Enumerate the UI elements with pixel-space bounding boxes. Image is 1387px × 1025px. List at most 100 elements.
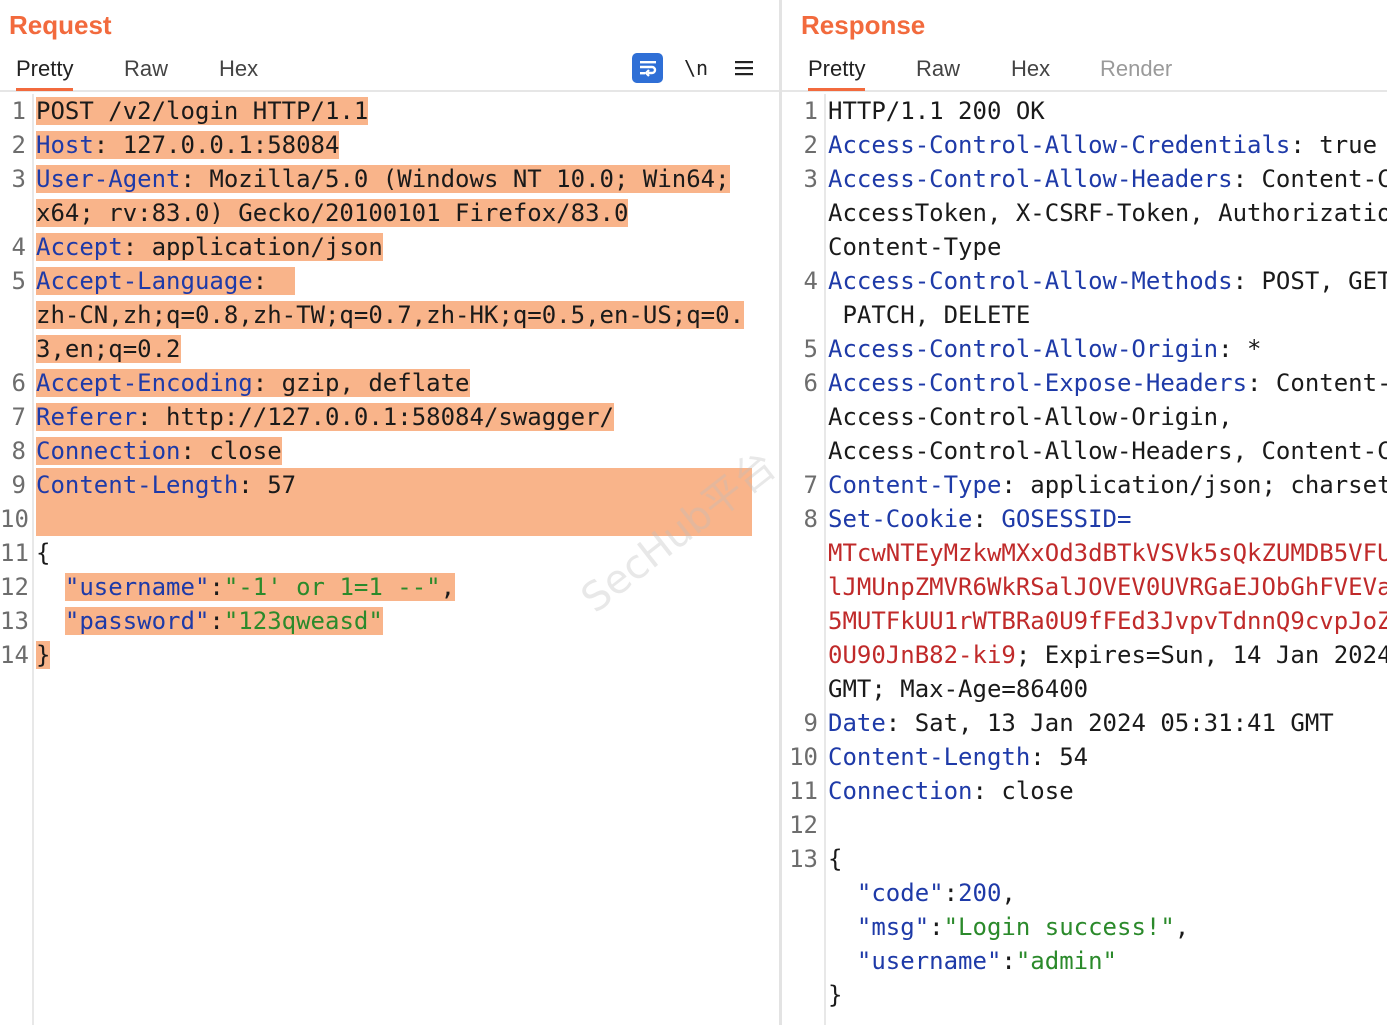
code-line: } bbox=[782, 978, 1387, 1012]
line-content: User-Agent: Mozilla/5.0 (Windows NT 10.0… bbox=[36, 165, 730, 193]
line-number bbox=[782, 944, 828, 978]
line-number bbox=[782, 876, 828, 910]
json-string: "admin" bbox=[1015, 947, 1118, 975]
cookie-value: 5MUTFkUU1rWTBRa0U9fFEd3JvpvTdnnQ9cvpJoZ bbox=[828, 607, 1387, 635]
json-pair: "code":200, bbox=[857, 879, 1016, 907]
line-content: POST /v2/login HTTP/1.1 bbox=[36, 97, 369, 125]
response-tab-pretty[interactable]: Pretty bbox=[808, 56, 866, 91]
line-number: 5 bbox=[11, 267, 26, 295]
code-line: 10 bbox=[0, 502, 780, 536]
line-text: AccessToken, X-CSRF-Token, Authorizatio bbox=[828, 196, 1387, 230]
json-key: "code" bbox=[856, 879, 944, 907]
cookie-value: 0U90JnB82-ki9 bbox=[828, 641, 1016, 669]
code-line: "username":"admin" bbox=[782, 944, 1387, 978]
json-key: "password" bbox=[64, 607, 210, 635]
code-line: 14} bbox=[0, 638, 780, 672]
show-newlines-button[interactable]: \n bbox=[683, 56, 709, 80]
header-value: HTTP/1.1 200 OK bbox=[828, 97, 1045, 125]
line-text: Content-Length: 54 bbox=[828, 740, 1088, 774]
header-name: Date bbox=[828, 709, 886, 737]
header-value: 57 bbox=[252, 471, 297, 499]
line-number bbox=[782, 196, 828, 230]
header-value: { bbox=[828, 845, 843, 873]
line-text: { bbox=[828, 842, 842, 876]
line-content: Access-Control-Allow-Credentials: true bbox=[828, 131, 1377, 159]
header-value: close bbox=[194, 437, 282, 465]
pane-splitter[interactable] bbox=[779, 0, 782, 1025]
code-line: Content-Type bbox=[782, 230, 1387, 264]
line-number: 7 bbox=[11, 403, 26, 431]
line-text: Content-Type bbox=[828, 230, 1001, 264]
line-number: 2 bbox=[803, 131, 818, 159]
word-wrap-button[interactable] bbox=[632, 53, 663, 83]
line-text: HTTP/1.1 200 OK bbox=[828, 94, 1045, 128]
line-number: 12 bbox=[789, 811, 818, 839]
request-tab-hex[interactable]: Hex bbox=[219, 56, 259, 81]
header-value: Content-C bbox=[1247, 165, 1387, 193]
line-number bbox=[782, 672, 828, 706]
line-number bbox=[782, 536, 828, 570]
line-text: Accept-Encoding: gzip, deflate bbox=[36, 366, 470, 400]
response-tab-raw[interactable]: Raw bbox=[916, 56, 961, 81]
line-content: } bbox=[828, 981, 842, 1009]
line-text: Host: 127.0.0.1:58084 bbox=[36, 128, 340, 162]
response-title: Response bbox=[801, 10, 926, 40]
json-key: "username" bbox=[64, 573, 210, 601]
indent bbox=[36, 573, 65, 601]
code-line: Access-Control-Allow-Origin, bbox=[782, 400, 1387, 434]
line-number bbox=[782, 400, 828, 434]
code-line: MTcwNTEyMzkwMXxOd3dBTkVSVk5sQkZUMDB5VFU bbox=[782, 536, 1387, 570]
response-tab-render[interactable]: Render bbox=[1100, 56, 1173, 81]
header-value: Access-Control-Allow-Origin, bbox=[828, 403, 1233, 431]
json-colon: : bbox=[209, 607, 224, 635]
header-value: x64; rv:83.0) Gecko/20100101 Firefox/83.… bbox=[36, 199, 629, 227]
request-tab-raw[interactable]: Raw bbox=[124, 56, 169, 81]
line-text: Accept-Language: bbox=[36, 264, 296, 298]
code-line: 11{ bbox=[0, 536, 780, 570]
line-text: Access-Control-Allow-Origin, bbox=[828, 400, 1233, 434]
word-wrap-icon bbox=[639, 61, 656, 77]
line-content: AccessToken, X-CSRF-Token, Authorizatio bbox=[828, 199, 1387, 227]
line-content: Content-Type: application/json; charset bbox=[828, 471, 1387, 499]
header-value: POST, GET bbox=[1247, 267, 1387, 295]
line-text: Connection: close bbox=[36, 434, 282, 468]
indent bbox=[36, 607, 65, 635]
code-line: 0U90JnB82-ki9; Expires=Sun, 14 Jan 2024 bbox=[782, 638, 1387, 672]
line-text: } bbox=[36, 638, 51, 672]
line-content: x64; rv:83.0) Gecko/20100101 Firefox/83.… bbox=[36, 199, 629, 227]
line-content: PATCH, DELETE bbox=[828, 301, 1030, 329]
line-content: Access-Control-Allow-Headers: Content-C bbox=[828, 165, 1387, 193]
line-text: Content-Length: 57 bbox=[36, 468, 752, 502]
request-title: Request bbox=[9, 10, 112, 40]
line-number: 5 bbox=[803, 335, 818, 363]
cookie-name: GOSESSID= bbox=[1001, 505, 1132, 533]
header-colon: : bbox=[252, 267, 268, 295]
json-key: "username" bbox=[856, 947, 1002, 975]
line-content: Accept-Encoding: gzip, deflate bbox=[36, 369, 470, 397]
response-tab-hex[interactable]: Hex bbox=[1011, 56, 1051, 81]
json-number: 200 bbox=[958, 879, 1002, 907]
header-value: } bbox=[36, 641, 51, 669]
menu-button[interactable] bbox=[728, 52, 760, 84]
header-name: Referer bbox=[36, 403, 138, 431]
header-value: } bbox=[828, 981, 843, 1009]
line-content: Access-Control-Expose-Headers: Content- bbox=[828, 369, 1387, 397]
request-tab-pretty[interactable]: Pretty bbox=[16, 56, 74, 91]
header-colon: : bbox=[252, 369, 268, 397]
line-text: Access-Control-Expose-Headers: Content- bbox=[828, 366, 1387, 400]
line-text: Access-Control-Allow-Headers, Content-C bbox=[828, 434, 1387, 468]
gutter-divider bbox=[824, 94, 826, 1025]
line-number bbox=[782, 298, 828, 332]
line-text: Content-Type: application/json; charset bbox=[828, 468, 1387, 502]
header-colon: : bbox=[972, 505, 987, 533]
line-number: 9 bbox=[11, 471, 26, 499]
line-text: PATCH, DELETE bbox=[828, 298, 1030, 332]
